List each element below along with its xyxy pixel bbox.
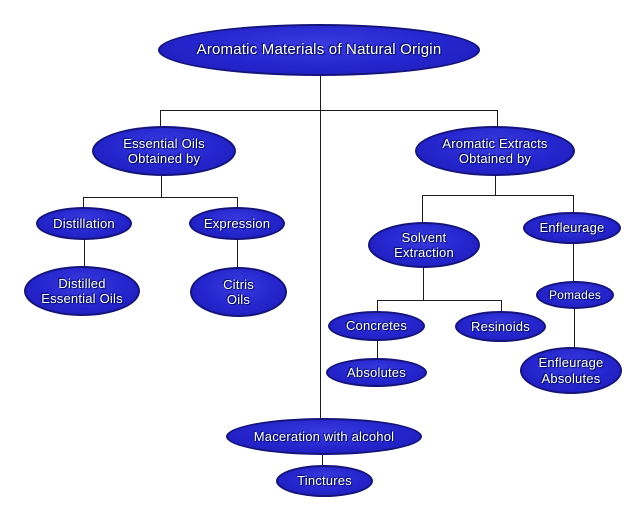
node-enfleurage: Enfleurage xyxy=(523,212,621,244)
node-enfleurage-absolutes-label: Enfleurage Absolutes xyxy=(538,355,604,386)
connector-essential-oils-horizontal xyxy=(83,197,238,198)
node-aromatic-extracts-label: Aromatic Extracts Obtained by xyxy=(442,135,548,166)
node-distilled-essential-oils: Distilled Essential Oils xyxy=(24,266,140,316)
node-enfleurage-absolutes: Enfleurage Absolutes xyxy=(520,347,622,394)
connector-drop-distillation xyxy=(83,197,84,208)
node-resinoids-label: Resinoids xyxy=(471,318,530,334)
node-maceration-label: Maceration with alcohol xyxy=(253,428,395,444)
node-distilled-essential-oils-label: Distilled Essential Oils xyxy=(41,275,123,306)
node-absolutes-label: Absolutes xyxy=(347,364,406,380)
node-citris-oils: Citris Oils xyxy=(190,267,287,317)
node-concretes: Concretes xyxy=(328,311,425,341)
node-citris-oils-label: Citris Oils xyxy=(223,276,254,307)
connector-root-center-vertical xyxy=(320,76,321,418)
node-solvent-extraction: Solvent Extraction xyxy=(368,222,480,268)
connector-aromatic-extracts-horizontal xyxy=(422,195,574,196)
node-pomades-label: Pomades xyxy=(548,287,602,302)
connector-concretes-to-absolutes xyxy=(377,340,378,359)
connector-essential-oils-stub xyxy=(161,175,162,197)
node-essential-oils: Essential Oils Obtained by xyxy=(92,126,236,176)
node-aromatic-extracts: Aromatic Extracts Obtained by xyxy=(415,126,575,176)
node-enfleurage-label: Enfleurage xyxy=(539,220,605,236)
node-essential-oils-label: Essential Oils Obtained by xyxy=(123,135,205,166)
connector-drop-expression xyxy=(237,197,238,208)
node-distillation: Distillation xyxy=(36,207,132,240)
node-expression: Expression xyxy=(189,207,285,240)
node-concretes-label: Concretes xyxy=(345,318,408,334)
node-distillation-label: Distillation xyxy=(53,215,115,231)
node-tinctures: Tinctures xyxy=(276,465,373,497)
node-resinoids: Resinoids xyxy=(455,311,546,342)
node-expression-label: Expression xyxy=(203,215,271,231)
connector-enfleurage-to-pomades xyxy=(573,243,574,282)
connector-distillation-to-distilled xyxy=(84,239,85,267)
node-root: Aromatic Materials of Natural Origin xyxy=(158,24,480,76)
connector-drop-solvent-extraction xyxy=(422,195,423,223)
connector-drop-enfleurage xyxy=(573,195,574,213)
connector-drop-essential-oils xyxy=(160,110,161,127)
connector-aromatic-extracts-stub xyxy=(495,175,496,195)
connector-solvent-stub xyxy=(423,267,424,300)
connector-drop-aromatic-extracts xyxy=(497,110,498,127)
connector-pomades-to-enfleurage-absolutes xyxy=(574,308,575,348)
connector-top-horizontal xyxy=(160,110,498,111)
node-tinctures-label: Tinctures xyxy=(297,473,352,489)
node-absolutes: Absolutes xyxy=(326,358,427,387)
connector-expression-to-citris xyxy=(237,239,238,268)
connector-maceration-to-tinctures xyxy=(322,454,323,467)
connector-drop-resinoids xyxy=(501,300,502,312)
connector-solvent-horizontal xyxy=(377,300,502,301)
node-root-label: Aromatic Materials of Natural Origin xyxy=(196,41,442,59)
node-solvent-extraction-label: Solvent Extraction xyxy=(394,229,454,260)
node-maceration: Maceration with alcohol xyxy=(226,418,422,455)
connector-drop-concretes xyxy=(377,300,378,312)
node-pomades: Pomades xyxy=(536,281,614,309)
